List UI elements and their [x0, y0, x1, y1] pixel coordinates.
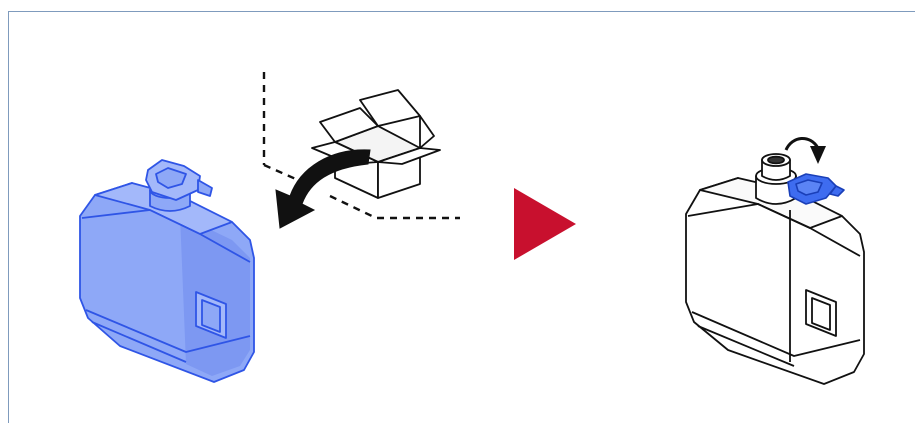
- blue-cap-icon: [787, 173, 845, 205]
- curved-rotation-arrow-icon: [784, 137, 826, 164]
- curved-black-arrow-icon: [275, 149, 371, 229]
- open-cardboard-box-icon: [311, 89, 441, 199]
- packaging-dashed-outline: [262, 72, 460, 220]
- red-triangle-arrow-icon: [514, 188, 576, 260]
- waste-toner-bottle-outline-icon: [685, 153, 865, 385]
- blue-waste-toner-bottle-icon: [79, 159, 255, 383]
